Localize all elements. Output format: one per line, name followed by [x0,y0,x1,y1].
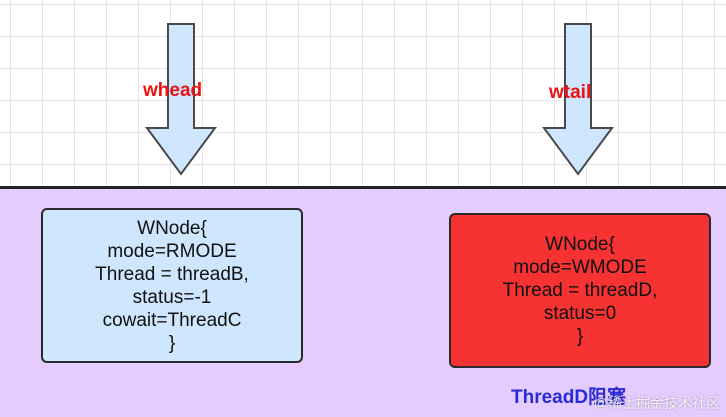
node-line: Thread = threadB, [95,263,249,285]
region-divider [0,186,726,189]
node-line: status=0 [543,303,617,324]
node-line: status=-1 [132,286,212,308]
node-line: cowait=ThreadC [102,309,242,331]
blocked-caption: ThreadD阻塞 [511,387,627,408]
watermark: @稀土掘金技术社区 [593,395,720,411]
wtail-label: wtail [549,82,592,103]
node-line: WNode{ [545,234,615,255]
grid-background [0,0,726,187]
node-threadd: WNode{ mode=WMODE Thread = threadD, stat… [449,213,711,368]
node-line: WNode{ [137,217,207,239]
node-line: mode=RMODE [107,240,237,262]
whead-arrow-icon [145,23,217,176]
wtail-arrow-icon [542,23,614,176]
node-line: Thread = threadD, [502,280,658,301]
node-line: } [168,332,176,354]
node-threadb: WNode{ mode=RMODE Thread = threadB, stat… [41,208,303,363]
node-line: } [576,326,584,347]
node-line: mode=WMODE [513,257,647,278]
whead-label: whead [143,80,203,101]
